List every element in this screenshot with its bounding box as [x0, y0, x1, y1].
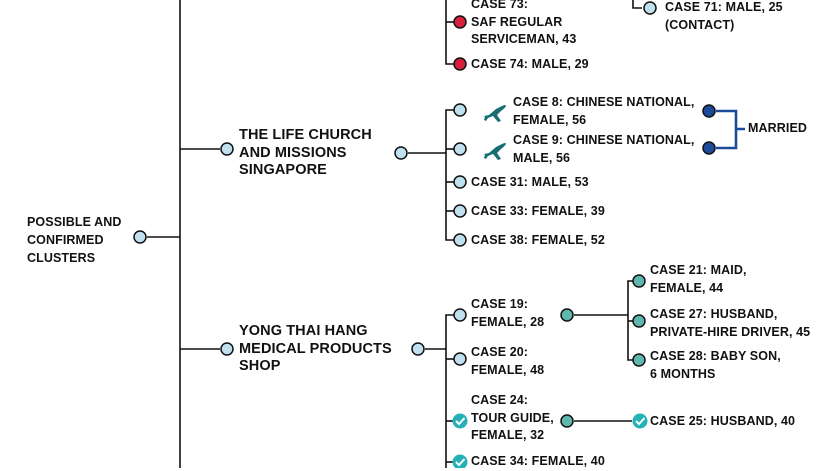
root-node	[133, 230, 147, 244]
case20-label: CASE 20: FEMALE, 48	[471, 345, 545, 377]
case9-node	[453, 142, 467, 156]
case9-married-node	[702, 141, 716, 155]
case71-label: CASE 71: MALE, 25 (CONTACT)	[665, 0, 783, 32]
yong-cluster-title: YONG THAI HANG MEDICAL PRODUCTS SHOP	[239, 323, 392, 374]
case8-married-node	[702, 104, 716, 118]
case74-node	[453, 57, 467, 71]
case19-hub-node	[560, 308, 574, 322]
yong-hub-node	[411, 342, 425, 356]
yong-node	[220, 342, 234, 356]
check-icon	[632, 413, 648, 429]
case28-node	[632, 353, 646, 367]
case8-node	[453, 103, 467, 117]
case27-node	[632, 314, 646, 328]
airplane-icon	[484, 105, 506, 122]
case20-node	[453, 352, 467, 366]
case38-node	[453, 233, 467, 247]
case71-node	[643, 1, 657, 15]
case34-label: CASE 34: FEMALE, 40	[471, 454, 605, 468]
case33-label: CASE 33: FEMALE, 39	[471, 204, 605, 218]
married-label: MARRIED	[748, 121, 808, 135]
case31-node	[453, 175, 467, 189]
case74-label: CASE 74: MALE, 29	[471, 57, 589, 71]
case73-node	[453, 15, 467, 29]
case73-label: CASE 73: SAF REGULAR SERVICEMAN, 43	[471, 0, 577, 46]
check-icon	[452, 413, 468, 429]
church-cluster-title: THE LIFE CHURCH AND MISSIONS SINGAPORE	[239, 127, 372, 178]
case9-label: CASE 9: CHINESE NATIONAL, MALE, 56	[513, 133, 695, 165]
case28-label: CASE 28: BABY SON, 6 MONTHS	[650, 349, 781, 381]
case24-label: CASE 24: TOUR GUIDE, FEMALE, 32	[471, 393, 554, 442]
case19-node	[453, 308, 467, 322]
case21-node	[632, 274, 646, 288]
case27-label: CASE 27: HUSBAND, PRIVATE-HIRE DRIVER, 4…	[650, 307, 811, 339]
root-label: POSSIBLE AND CONFIRMED CLUSTERS	[27, 215, 122, 265]
case21-label: CASE 21: MAID, FEMALE, 44	[650, 263, 747, 295]
airplane-icon	[484, 143, 506, 160]
case38-label: CASE 38: FEMALE, 52	[471, 233, 605, 247]
case24-hub-node	[560, 414, 574, 428]
case31-label: CASE 31: MALE, 53	[471, 175, 589, 189]
case19-label: CASE 19: FEMALE, 28	[471, 297, 545, 329]
case33-node	[453, 204, 467, 218]
church-node	[220, 142, 234, 156]
case25-label: CASE 25: HUSBAND, 40	[650, 414, 796, 428]
check-icon	[452, 454, 468, 468]
case8-label: CASE 8: CHINESE NATIONAL, FEMALE, 56	[513, 95, 695, 127]
church-hub-node	[394, 146, 408, 160]
